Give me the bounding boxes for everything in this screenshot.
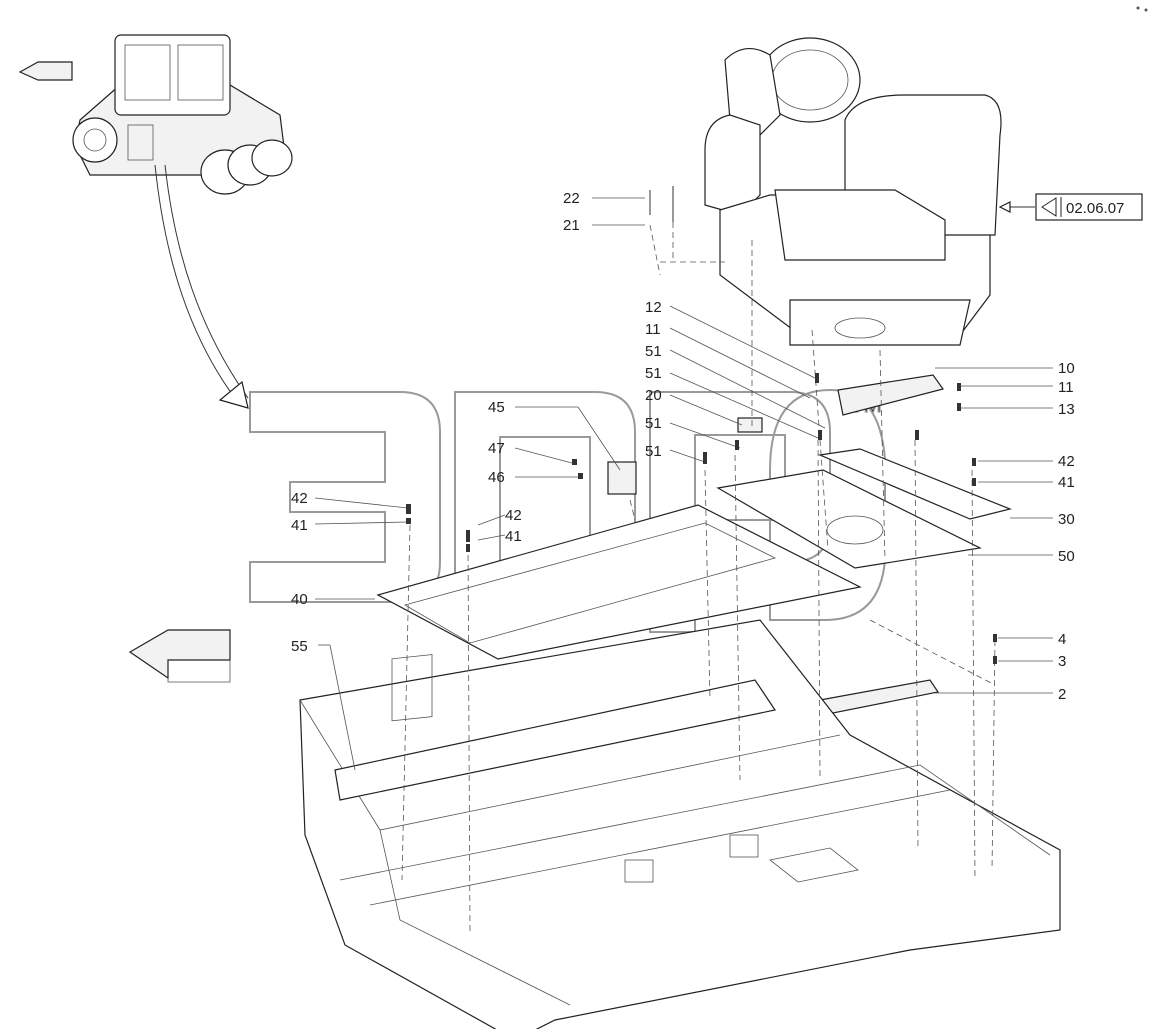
- corner-marks: [1136, 6, 1148, 12]
- callout-labels: 22 21 12 11 51 51 20 51 51 45 47 46 42 4…: [291, 190, 1075, 703]
- callout-50: 50: [1058, 548, 1075, 565]
- callout-13: 13: [1058, 401, 1075, 418]
- callout-20: 20: [645, 387, 662, 404]
- detail-leader-arrow: [154, 164, 241, 406]
- plate-50: [716, 469, 982, 569]
- direction-arrow-small: [18, 61, 73, 81]
- callout-46: 46: [488, 469, 505, 486]
- callout-47: 47: [488, 440, 505, 457]
- callout-4: 4: [1058, 631, 1066, 648]
- callout-55: 55: [291, 638, 308, 655]
- callout-51: 51: [645, 365, 662, 382]
- callout-2: 2: [1058, 686, 1066, 703]
- callout-51: 51: [645, 415, 662, 432]
- callout-11: 11: [645, 321, 661, 338]
- callout-41: 41: [291, 517, 308, 534]
- fasteners: [406, 373, 997, 664]
- bolts-21-22: [649, 186, 725, 276]
- cab-floor-frame: [299, 619, 1061, 1034]
- plate-45: [607, 461, 637, 495]
- callout-10: 10: [1058, 360, 1075, 377]
- vehicle-thumbnail: [72, 34, 293, 195]
- callout-3: 3: [1058, 653, 1066, 670]
- callout-41: 41: [1058, 474, 1075, 491]
- callout-40: 40: [291, 591, 308, 608]
- reference-box[interactable]: 02.06.07: [1035, 193, 1143, 221]
- callout-12: 12: [645, 299, 662, 316]
- callout-22: 22: [563, 190, 580, 207]
- callout-41: 41: [505, 528, 522, 545]
- callout-45: 45: [488, 399, 505, 416]
- callout-42: 42: [291, 490, 308, 507]
- plate-40: [376, 504, 862, 660]
- callout-42: 42: [505, 507, 522, 524]
- reference-label: 02.06.07: [1066, 200, 1124, 217]
- callout-42: 42: [1058, 453, 1075, 470]
- callout-30: 30: [1058, 511, 1075, 528]
- callout-11: 11: [1058, 379, 1074, 396]
- callout-21: 21: [563, 217, 580, 234]
- bracket-10: [837, 374, 944, 416]
- bracket-20: [737, 417, 763, 433]
- seat-assembly: [704, 37, 1035, 346]
- callout-51: 51: [645, 343, 662, 360]
- callout-51: 51: [645, 443, 662, 460]
- assembly-lines: [401, 240, 996, 936]
- leader-lines: [314, 197, 1053, 771]
- direction-arrow-large: [128, 629, 231, 680]
- member-2: [819, 679, 939, 715]
